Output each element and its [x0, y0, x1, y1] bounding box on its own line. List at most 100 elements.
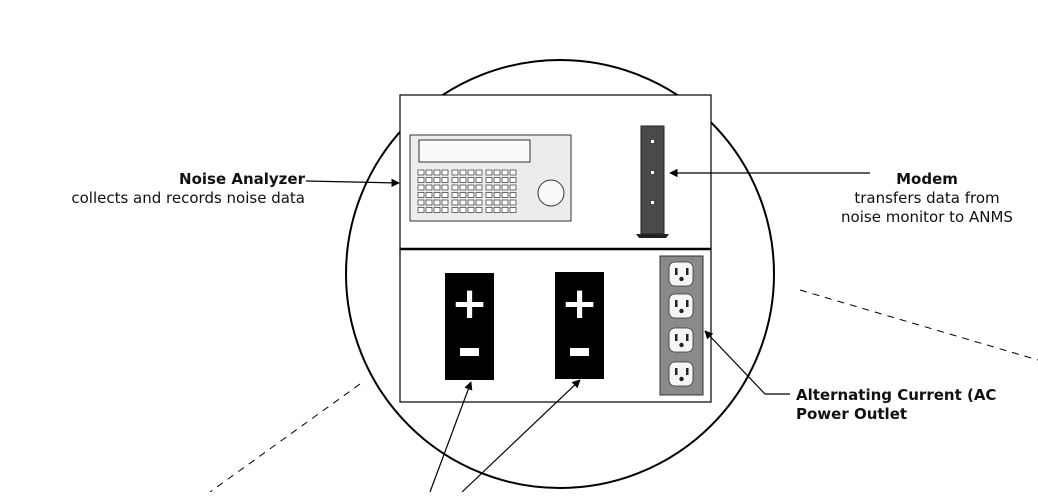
- keypad-key: [475, 169, 483, 176]
- keypad-key: [501, 169, 509, 176]
- outlet-socket: [668, 293, 694, 319]
- keypad-key: [493, 184, 501, 191]
- keypad-key: [425, 192, 433, 198]
- keypad-key: [509, 184, 517, 191]
- keypad-key: [451, 184, 459, 191]
- keypad-key: [451, 169, 459, 176]
- keypad-key: [509, 199, 517, 206]
- keypad-key: [485, 177, 493, 183]
- keypad-key: [459, 177, 467, 183]
- battery-right: +: [555, 272, 604, 379]
- keypad-key: [485, 184, 493, 191]
- keypad-key: [441, 184, 449, 191]
- noise-analyzer-title: Noise Analyzer: [179, 170, 305, 188]
- keypad-key: [501, 192, 509, 198]
- keypad-key: [417, 199, 425, 206]
- modem-title: Modem: [896, 170, 958, 188]
- outlet-socket: [668, 261, 694, 287]
- keypad-key: [475, 177, 483, 183]
- noise-analyzer-label: Noise Analyzer collects and records nois…: [71, 170, 305, 208]
- keypad-key: [509, 177, 517, 183]
- keypad-key: [501, 199, 509, 206]
- keypad-key: [433, 169, 441, 176]
- keypad-key: [425, 199, 433, 206]
- analyzer-keypad: [417, 169, 517, 213]
- keypad-key: [459, 199, 467, 206]
- battery-minus-sign: [460, 348, 479, 356]
- keypad-key: [417, 169, 425, 176]
- keypad-key: [433, 192, 441, 198]
- analyzer-display: [418, 139, 531, 163]
- keypad-key: [417, 177, 425, 183]
- keypad-key: [441, 192, 449, 198]
- battery-plus-sign: +: [451, 278, 488, 329]
- keypad-key: [451, 207, 459, 213]
- keypad-key: [501, 207, 509, 213]
- keypad-key: [467, 192, 475, 198]
- keypad-key: [417, 192, 425, 198]
- modem-led: [651, 140, 654, 143]
- modem-led: [651, 201, 654, 204]
- dashed-line-right: [799, 289, 1038, 361]
- modem-description-line1: transfers data from: [854, 189, 1000, 207]
- keypad-key: [417, 207, 425, 213]
- keypad-key: [441, 199, 449, 206]
- keypad-key: [475, 184, 483, 191]
- ac-outlet-pointer: [704, 330, 790, 395]
- keypad-key: [475, 199, 483, 206]
- ac-outlet-title-line1: Alternating Current (AC: [796, 386, 997, 404]
- keypad-key: [441, 207, 449, 213]
- keypad-key: [509, 192, 517, 198]
- keypad-key: [485, 199, 493, 206]
- keypad-key: [493, 177, 501, 183]
- keypad-key: [459, 207, 467, 213]
- keypad-key: [441, 169, 449, 176]
- noise-analyzer-device: [409, 134, 572, 222]
- battery-plus-sign: +: [561, 278, 598, 329]
- keypad-key: [493, 207, 501, 213]
- battery-minus-sign: [570, 348, 589, 356]
- keypad-key: [451, 192, 459, 198]
- keypad-key: [493, 199, 501, 206]
- keypad-key: [467, 207, 475, 213]
- keypad-key: [493, 192, 501, 198]
- keypad-key: [433, 207, 441, 213]
- modem-description-line2: noise monitor to ANMS: [841, 208, 1013, 226]
- keypad-key: [501, 184, 509, 191]
- keypad-key: [467, 169, 475, 176]
- keypad-key: [485, 192, 493, 198]
- keypad-key: [459, 169, 467, 176]
- keypad-key: [475, 192, 483, 198]
- battery-pointer-left: [429, 381, 473, 493]
- battery-left: +: [445, 273, 494, 380]
- keypad-key: [467, 199, 475, 206]
- modem-device: [636, 125, 669, 238]
- power-outlet-strip: [659, 255, 704, 396]
- keypad-key: [425, 184, 433, 191]
- modem-label: Modem transfers data from noise monitor …: [822, 170, 1032, 227]
- keypad-key: [425, 177, 433, 183]
- keypad-key: [475, 207, 483, 213]
- keypad-key: [509, 169, 517, 176]
- keypad-key: [441, 177, 449, 183]
- keypad-key: [467, 184, 475, 191]
- keypad-key: [417, 184, 425, 191]
- outlet-socket: [668, 327, 694, 353]
- keypad-key: [485, 169, 493, 176]
- keypad-key: [459, 184, 467, 191]
- keypad-key: [425, 169, 433, 176]
- ac-outlet-label: Alternating Current (AC Power Outlet: [796, 386, 996, 424]
- dashed-line-left: [209, 383, 361, 493]
- keypad-key: [501, 177, 509, 183]
- keypad-key: [485, 207, 493, 213]
- analyzer-dial: [537, 179, 565, 207]
- keypad-key: [509, 207, 517, 213]
- keypad-key: [467, 177, 475, 183]
- keypad-key: [493, 169, 501, 176]
- keypad-key: [433, 199, 441, 206]
- noise-analyzer-pointer: [305, 178, 400, 188]
- modem-led: [651, 171, 654, 174]
- keypad-key: [459, 192, 467, 198]
- keypad-key: [425, 207, 433, 213]
